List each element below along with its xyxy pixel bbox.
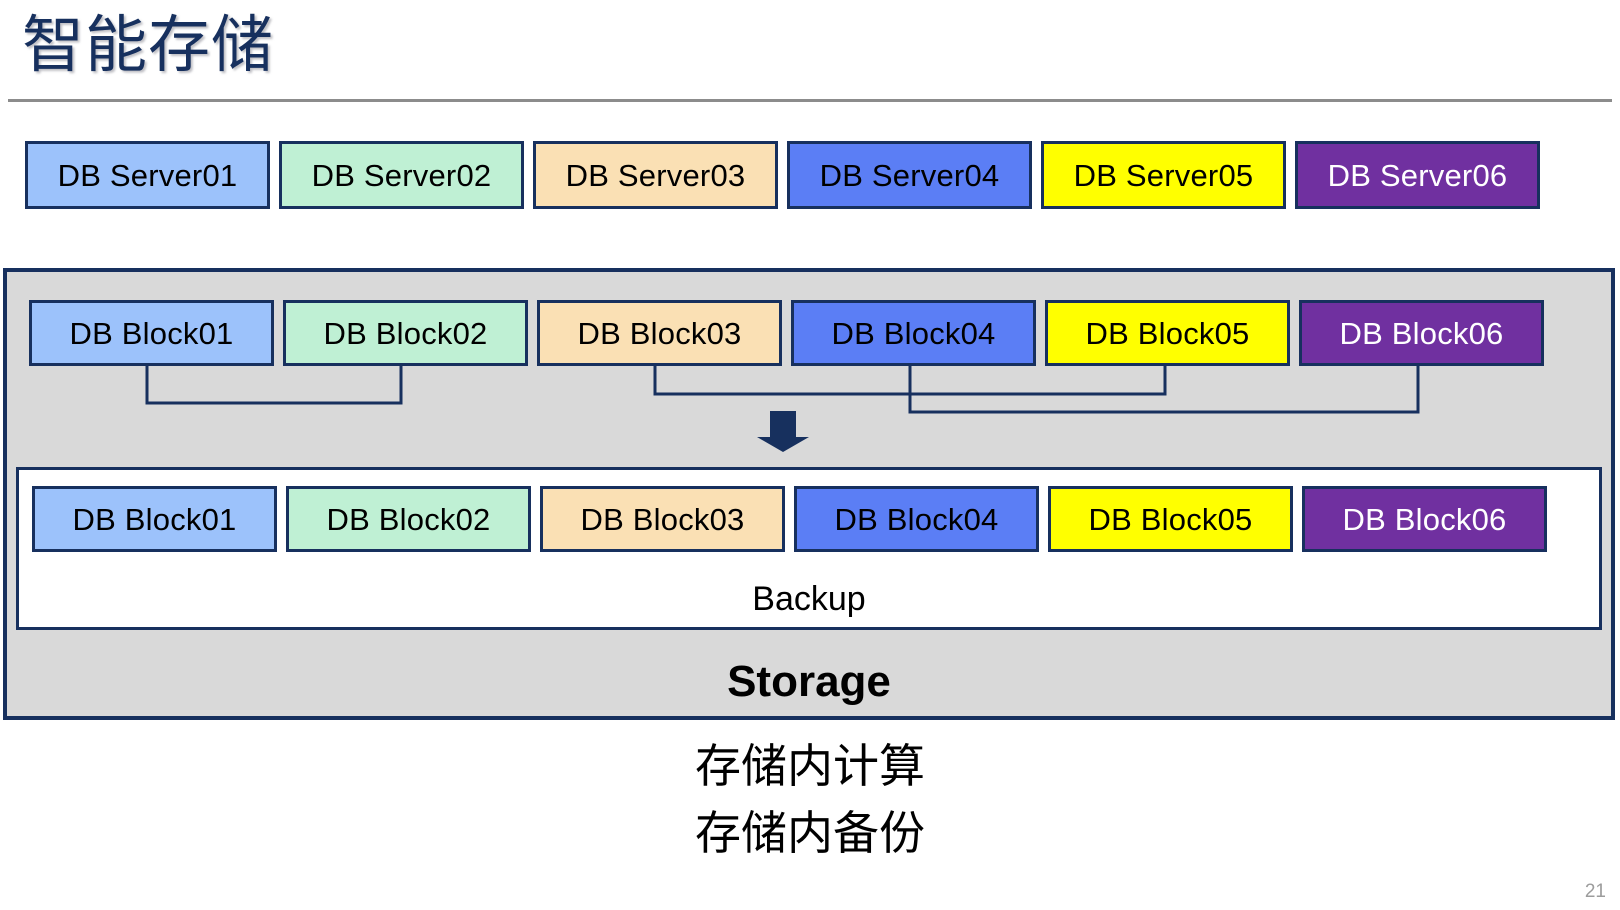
db-block-cell-6[interactable]: DB Block06 [1299,300,1544,366]
backup-block-cell-1[interactable]: DB Block01 [32,486,277,552]
storage-label: Storage [727,657,891,706]
backup-block-cell-2[interactable]: DB Block02 [286,486,531,552]
db-block-cell-1[interactable]: DB Block01 [29,300,274,366]
page-number: 21 [1584,881,1606,902]
db-block-cell-4[interactable]: DB Block04 [791,300,1036,366]
backup-block-cell-5[interactable]: DB Block05 [1048,486,1293,552]
page-title: 智能存储 [22,11,275,80]
backup-block-cell-4[interactable]: DB Block04 [794,486,1039,552]
backup-block-cell-6[interactable]: DB Block06 [1302,486,1547,552]
db-server-cell-4[interactable]: DB Server04 [787,141,1032,209]
caption-line-1: 存储内计算 [695,740,925,792]
backup-label: Backup [752,580,866,618]
db-server-cell-2[interactable]: DB Server02 [279,141,524,209]
db-server-cell-5[interactable]: DB Server05 [1041,141,1286,209]
db-block-cell-5[interactable]: DB Block05 [1045,300,1290,366]
db-server-cell-3[interactable]: DB Server03 [533,141,778,209]
db-server-cell-1[interactable]: DB Server01 [25,141,270,209]
db-block-cell-3[interactable]: DB Block03 [537,300,782,366]
db-server-cell-6[interactable]: DB Server06 [1295,141,1540,209]
db-block-cell-2[interactable]: DB Block02 [283,300,528,366]
title-divider [8,99,1612,102]
backup-block-cell-3[interactable]: DB Block03 [540,486,785,552]
caption-line-2: 存储内备份 [695,807,925,859]
